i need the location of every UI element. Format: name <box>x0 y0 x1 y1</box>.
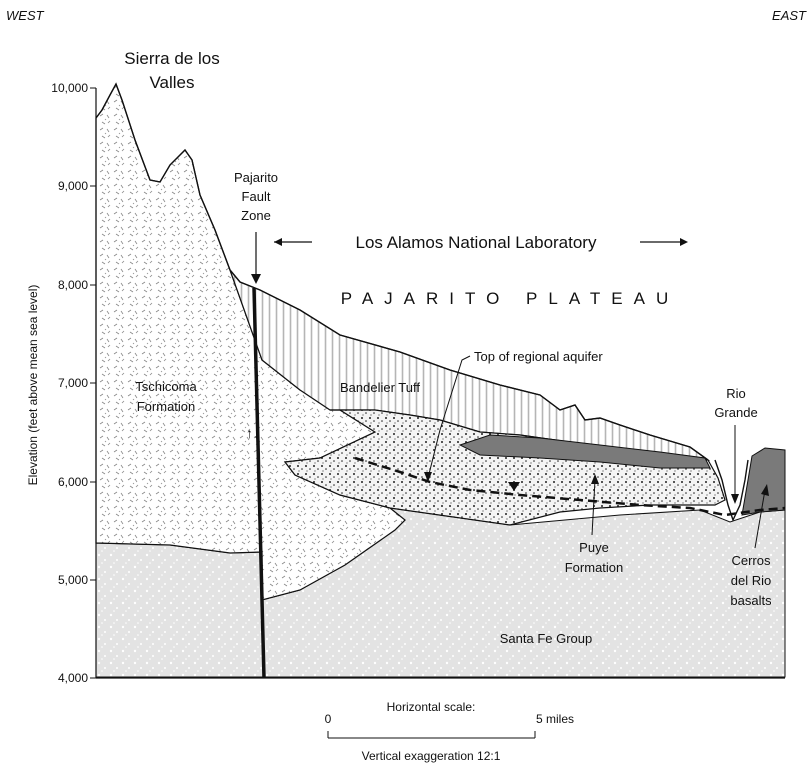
y-axis-label: Elevation (feet above mean sea level) <box>26 285 40 486</box>
west-label: WEST <box>6 8 45 23</box>
plateau-label: PAJARITO PLATEAU <box>341 289 680 308</box>
sierra-label-line1: Sierra de los <box>124 49 219 68</box>
y-tick-label: 9,000 <box>58 179 88 193</box>
scale-bar <box>328 731 535 738</box>
fault-zone-arrow-head <box>251 274 261 284</box>
cerros-label-line3: basalts <box>730 593 772 608</box>
y-tick-label: 6,000 <box>58 475 88 489</box>
y-tick-label: 5,000 <box>58 573 88 587</box>
rio-label-line1: Rio <box>726 386 746 401</box>
scale-title: Horizontal scale: <box>387 700 476 714</box>
bandelier-label: Bandelier Tuff <box>340 380 420 395</box>
y-tick-label: 8,000 <box>58 278 88 292</box>
y-tick-label: 7,000 <box>58 376 88 390</box>
scale-end: 5 miles <box>536 712 574 726</box>
lanl-arrow-left-head <box>274 238 282 246</box>
puye-label-line2: Formation <box>565 560 624 575</box>
cerros-label-line1: Cerros <box>731 553 771 568</box>
cerros-del-rio-basalt-unit <box>742 448 785 515</box>
puye-label-line1: Puye <box>579 540 609 555</box>
lanl-label: Los Alamos National Laboratory <box>356 233 597 252</box>
lanl-arrow-right-head <box>680 238 688 246</box>
y-tick-label: 4,000 <box>58 671 88 685</box>
tschicoma-label-line1: Tschicoma <box>135 379 197 394</box>
fault-label-line1: Pajarito <box>234 170 278 185</box>
tschicoma-label-line2: Formation <box>137 399 196 414</box>
y-axis-ticks <box>90 88 96 678</box>
vertical-exaggeration: Vertical exaggeration 12:1 <box>362 749 501 763</box>
rio-label-line2: Grande <box>714 405 757 420</box>
santa-fe-label: Santa Fe Group <box>500 631 593 646</box>
y-tick-label: 10,000 <box>51 81 88 95</box>
fault-label-line2: Fault <box>242 189 271 204</box>
scale-start: 0 <box>325 712 332 726</box>
cerros-label-line2: del Rio <box>731 573 771 588</box>
east-label: EAST <box>772 8 807 23</box>
aquifer-label: Top of regional aquifer <box>474 349 603 364</box>
rio-grande-leader-head <box>731 494 739 504</box>
fault-label-line3: Zone <box>241 208 271 223</box>
fault-motion-arrows: ↑↓ <box>246 425 260 441</box>
sierra-label-line2: Valles <box>149 73 194 92</box>
